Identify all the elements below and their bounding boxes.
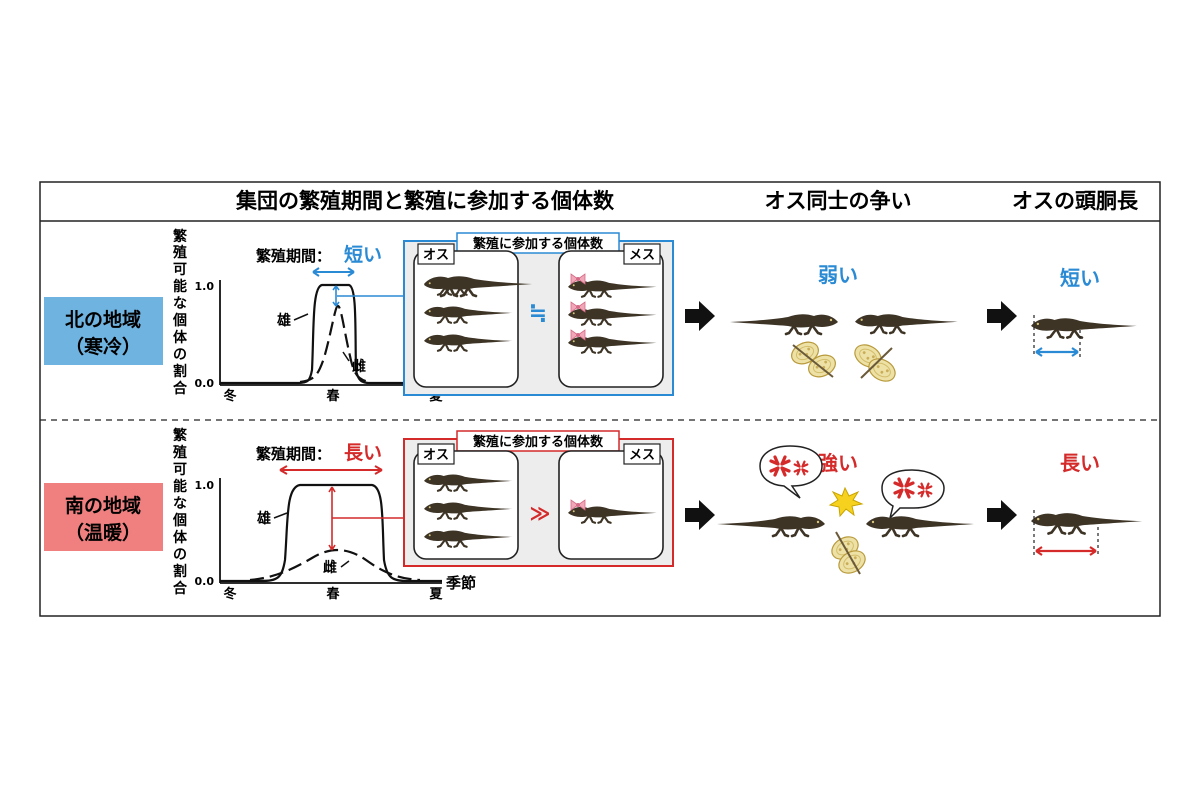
south-y-tick-bottom: 0.0 [195,575,215,588]
south-female-panel [558,450,664,560]
svg-text:個: 個 [172,512,187,529]
north-female-tag: メス [629,248,655,263]
arrow-right-icon [987,500,1017,530]
south-period-arrow [279,465,383,475]
north-box-title: 繁殖に参加する個体数 [473,236,604,252]
south-fight-level: 強い [818,451,858,475]
svg-text:能: 能 [173,278,187,295]
south-male-tag: オス [423,448,449,463]
north-female-curve [299,304,371,384]
header-col2: オス同士の争い [765,189,912,213]
svg-text:繁: 繁 [172,427,188,444]
svg-text:合: 合 [173,380,188,397]
north-chart: 1.0 0.0 冬 春 夏 季節 雄 雌 繁殖期間： 短い [195,243,477,404]
clash-burst-icon [828,486,864,518]
twig-icon [792,344,893,379]
north-male-panel [413,250,519,388]
north-female-label: 雌 [352,358,366,375]
north-region-name: 北の地域 [65,308,141,331]
south-size-arrow [1035,546,1097,556]
south-region-name: 南の地域 [65,494,141,517]
salamander-icon [1029,511,1144,535]
svg-text:繁: 繁 [172,228,188,245]
south-row: 南の地域 （温暖） 繁 殖 可 能 な 個 体 の 割 合 1.0 0.0 冬 … [44,427,1144,602]
svg-text:体: 体 [173,329,188,346]
north-period-value: 短い [344,243,382,266]
north-female-panel [558,250,664,388]
north-size-label: 短い [1060,266,1100,290]
svg-text:殖: 殖 [172,244,187,261]
south-female-curve [249,548,421,582]
twig-icon [835,531,861,575]
north-female-pointer [342,351,350,362]
south-box-title: 繁殖に参加する個体数 [473,434,604,450]
south-female-tag: メス [629,448,655,463]
svg-text:な: な [173,496,187,512]
south-size-label: 長い [1060,451,1100,475]
svg-text:の: の [173,347,187,363]
south-tick-summer: 夏 [428,587,443,602]
north-male-pointer [293,313,309,321]
south-participants-box: 繁殖に参加する個体数 オス メス ≫ [403,430,674,567]
south-region-climate: （温暖） [65,521,141,544]
south-y-axis-label: 繁 殖 可 能 な 個 体 の 割 合 [172,427,188,597]
svg-text:可: 可 [173,262,187,278]
north-row: 北の地域 （寒冷） 繁 殖 可 能 な 個 体 の 割 合 1.0 0.0 冬 … [44,228,1139,404]
header-col1: 集団の繁殖期間と繁殖に参加する個体数 [235,189,615,213]
salamander-icon [853,313,959,335]
south-x-label: 季節 [446,574,476,592]
north-y-tick-top: 1.0 [195,280,215,293]
outer-frame [39,181,1161,617]
arrow-right-icon [685,301,715,331]
north-y-axis-label: 繁 殖 可 能 な 個 体 の 割 合 [172,228,188,397]
svg-text:体: 体 [173,529,188,546]
svg-text:殖: 殖 [172,444,187,461]
north-participants-box: 繁殖に参加する個体数 オス メス ≒ [403,232,674,396]
south-female-label: 雌 [323,559,337,576]
south-male-pointer [273,512,288,519]
svg-text:個: 個 [172,312,187,329]
south-chart: 1.0 0.0 冬 春 夏 季節 雄 雌 繁殖期間： 長い [195,442,477,602]
south-period-label: 繁殖期間： [255,445,331,463]
svg-text:合: 合 [173,580,188,597]
north-tick-spring: 春 [325,388,340,404]
north-ratio-arrow [332,285,340,307]
south-period-value: 長い [344,442,382,464]
north-period-arrow [312,267,355,277]
arrow-right-icon [685,500,715,530]
svg-text:の: の [173,547,187,563]
header-col3: オスの頭胴長 [1012,189,1139,213]
north-region-box [44,297,163,365]
speech-bubble-left [759,445,823,499]
south-male-label: 雄 [256,510,271,527]
north-period-label: 繁殖期間： [255,247,331,265]
north-ratio-symbol: ≒ [529,301,547,326]
north-region-climate: （寒冷） [65,335,141,358]
arrow-right-icon [987,301,1017,331]
south-y-tick-top: 1.0 [195,479,215,492]
salamander-icon [715,514,827,538]
south-tick-winter: 冬 [223,586,236,602]
north-y-tick-bottom: 0.0 [195,377,215,390]
north-fight-level: 弱い [818,263,858,287]
north-size-arrow [1035,347,1079,357]
salamander-icon [864,514,976,538]
south-tick-spring: 春 [325,586,340,602]
south-ratio-symbol: ≫ [530,501,551,525]
svg-text:能: 能 [173,478,187,495]
svg-text:可: 可 [173,462,187,478]
speech-bubble-right [881,469,945,521]
north-tick-winter: 冬 [223,388,236,404]
svg-text:割: 割 [173,363,187,380]
svg-text:割: 割 [173,563,187,580]
svg-text:な: な [173,296,187,312]
north-male-label: 雄 [276,312,291,329]
salamander-icon [728,312,840,336]
south-region-box [44,483,163,551]
north-male-tag: オス [423,248,449,263]
salamander-icon [1029,316,1139,339]
south-female-pointer [340,560,350,568]
